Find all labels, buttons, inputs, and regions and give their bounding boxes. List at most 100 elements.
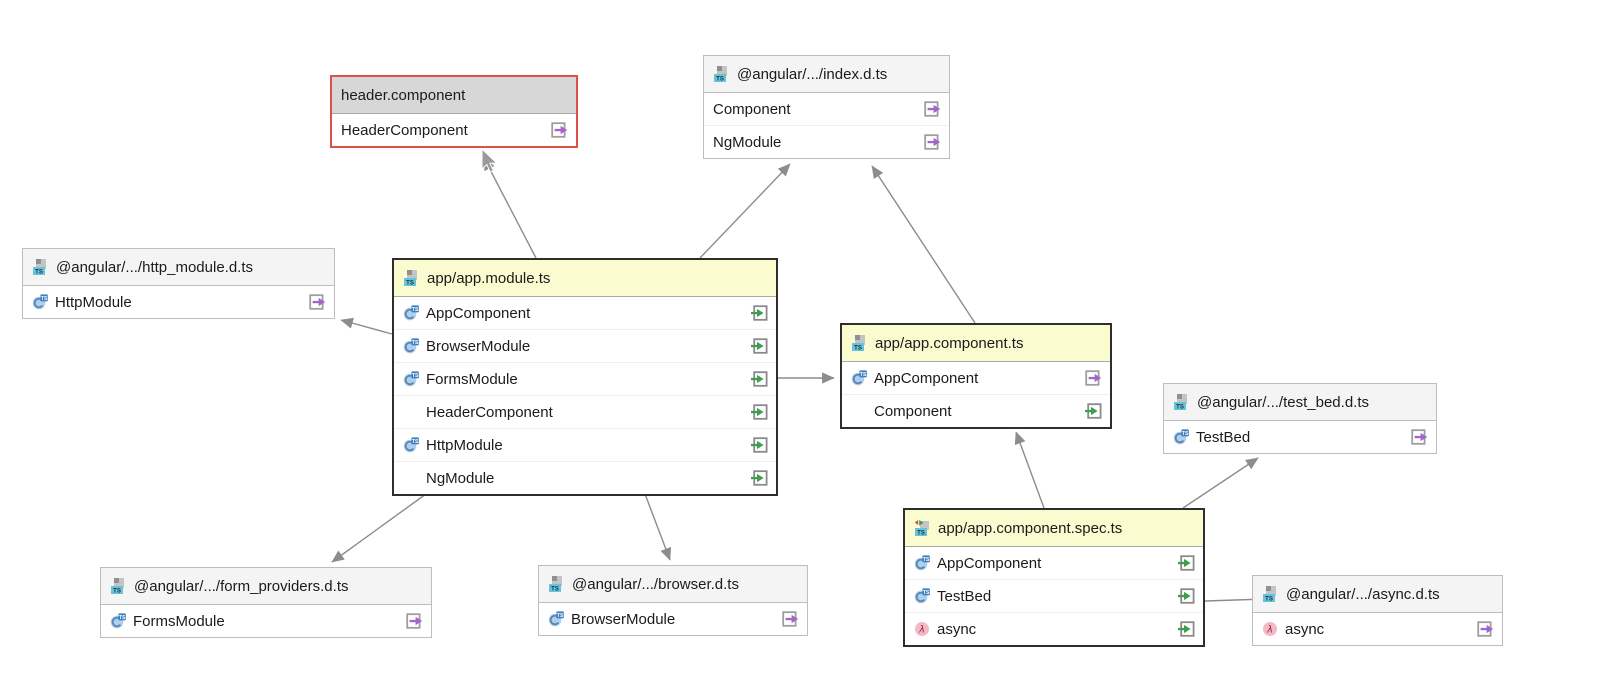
member-row[interactable]: HeaderComponent <box>394 396 776 429</box>
export-arrow-icon <box>309 294 326 310</box>
member-label: FormsModule <box>133 612 225 630</box>
member-row[interactable]: TS BrowserModule <box>539 603 807 635</box>
member-label: NgModule <box>426 469 495 487</box>
edge <box>331 485 438 563</box>
node-http-module-dts[interactable]: TS @angular/.../http_module.d.ts TS Http… <box>22 248 335 319</box>
svg-text:TS: TS <box>917 531 925 536</box>
node-header[interactable]: TS @angular/.../index.d.ts <box>704 56 949 93</box>
member-row[interactable]: TS HttpModule <box>23 286 334 318</box>
import-arrow-icon <box>751 470 768 486</box>
svg-text:TS: TS <box>41 296 48 302</box>
member-row[interactable]: TS FormsModule <box>101 605 431 637</box>
node-title: @angular/.../form_providers.d.ts <box>134 577 349 595</box>
member-row[interactable]: TS FormsModule <box>394 363 776 396</box>
member-label: AppComponent <box>937 554 1042 572</box>
class-icon: TS <box>914 555 930 571</box>
class-icon: TS <box>403 305 419 321</box>
import-arrow-icon <box>751 437 768 453</box>
ts-file-icon: TS <box>403 270 420 286</box>
svg-text:TS: TS <box>406 281 414 286</box>
node-title: @angular/.../async.d.ts <box>1286 585 1440 603</box>
member-label: HttpModule <box>55 293 132 311</box>
member-label: NgModule <box>713 133 782 151</box>
import-arrow-icon <box>751 338 768 354</box>
member-row[interactable]: TS TestBed <box>905 580 1203 613</box>
svg-text:TS: TS <box>35 270 43 275</box>
member-row[interactable]: TS BrowserModule <box>394 330 776 363</box>
node-test-bed-dts[interactable]: TS @angular/.../test_bed.d.ts TS TestBed <box>1163 383 1437 454</box>
node-app-module[interactable]: TS app/app.module.ts TS AppComponent TS … <box>392 258 778 496</box>
node-index-dts[interactable]: TS @angular/.../index.d.ts Component NgM… <box>703 55 950 159</box>
node-title: app/app.component.spec.ts <box>938 519 1123 537</box>
member-row[interactable]: λ async <box>905 613 1203 645</box>
member-row[interactable]: NgModule <box>394 462 776 494</box>
member-row[interactable]: TS TestBed <box>1164 421 1436 453</box>
import-arrow-icon <box>1178 621 1195 637</box>
export-arrow-icon <box>924 134 941 150</box>
node-browser-dts[interactable]: TS @angular/.../browser.d.ts TS BrowserM… <box>538 565 808 636</box>
member-label: HttpModule <box>426 436 503 454</box>
member-label: BrowserModule <box>571 610 676 628</box>
export-arrow-icon <box>924 101 941 117</box>
node-header[interactable]: TS app/app.component.ts <box>842 325 1110 362</box>
ts-file-icon: TS <box>1173 394 1190 410</box>
member-label: AppComponent <box>426 304 531 322</box>
class-icon: TS <box>1173 429 1189 445</box>
node-async-dts[interactable]: TS @angular/.../async.d.ts λ async <box>1252 575 1503 646</box>
member-label: async <box>937 620 977 638</box>
svg-text:TS: TS <box>1265 597 1273 602</box>
node-header[interactable]: TS app/app.component.spec.ts <box>905 510 1203 547</box>
svg-text:TS: TS <box>716 77 724 82</box>
member-row[interactable]: TS AppComponent <box>905 547 1203 580</box>
node-title: @angular/.../http_module.d.ts <box>56 258 254 276</box>
node-header[interactable]: TS @angular/.../test_bed.d.ts <box>1164 384 1436 421</box>
member-label: AppComponent <box>874 369 979 387</box>
svg-text:TS: TS <box>860 372 867 378</box>
member-row[interactable]: TS AppComponent <box>394 297 776 330</box>
svg-text:TS: TS <box>1182 431 1189 437</box>
node-header-component[interactable]: header.component HeaderComponent <box>330 75 578 148</box>
member-row[interactable]: Component <box>704 93 949 126</box>
member-label: async <box>1285 620 1325 638</box>
edge <box>871 165 976 324</box>
node-header[interactable]: header.component <box>332 77 576 114</box>
class-icon: TS <box>548 611 564 627</box>
svg-text:TS: TS <box>1176 405 1184 410</box>
node-header[interactable]: TS @angular/.../async.d.ts <box>1253 576 1502 613</box>
member-row[interactable]: λ async <box>1253 613 1502 645</box>
class-icon: TS <box>403 437 419 453</box>
import-arrow-icon <box>751 404 768 420</box>
member-label: TestBed <box>937 587 992 605</box>
node-app-component[interactable]: TS app/app.component.ts TS AppComponent … <box>840 323 1112 429</box>
node-header[interactable]: TS @angular/.../form_providers.d.ts <box>101 568 431 605</box>
node-app-component-spec[interactable]: TS app/app.component.spec.ts TS AppCompo… <box>903 508 1205 647</box>
member-row[interactable]: TS HttpModule <box>394 429 776 462</box>
node-title: header.component <box>341 86 466 104</box>
member-label: Component <box>713 100 791 118</box>
svg-text:TS: TS <box>412 439 419 445</box>
edge <box>340 317 393 335</box>
edge <box>1014 431 1045 509</box>
class-icon: TS <box>403 371 419 387</box>
node-title: @angular/.../index.d.ts <box>737 65 888 83</box>
export-arrow-icon <box>1477 621 1494 637</box>
member-label: HeaderComponent <box>426 403 553 421</box>
member-row[interactable]: Component <box>842 395 1110 427</box>
node-title: app/app.module.ts <box>427 269 551 287</box>
node-header[interactable]: TS app/app.module.ts <box>394 260 776 297</box>
export-arrow-icon <box>1411 429 1428 445</box>
member-row[interactable]: NgModule <box>704 126 949 158</box>
ts-file-icon: TS <box>1262 586 1279 602</box>
member-row[interactable]: TS AppComponent <box>842 362 1110 395</box>
member-label: FormsModule <box>426 370 518 388</box>
member-label: Component <box>874 402 952 420</box>
edge <box>641 485 672 561</box>
svg-text:TS: TS <box>412 307 419 313</box>
ts-file-icon: TS <box>548 576 565 592</box>
node-header[interactable]: TS @angular/.../http_module.d.ts <box>23 249 334 286</box>
node-form-providers-dts[interactable]: TS @angular/.../form_providers.d.ts TS F… <box>100 567 432 638</box>
node-header[interactable]: TS @angular/.../browser.d.ts <box>539 566 807 603</box>
member-row[interactable]: HeaderComponent <box>332 114 576 146</box>
svg-text:TS: TS <box>119 615 126 621</box>
